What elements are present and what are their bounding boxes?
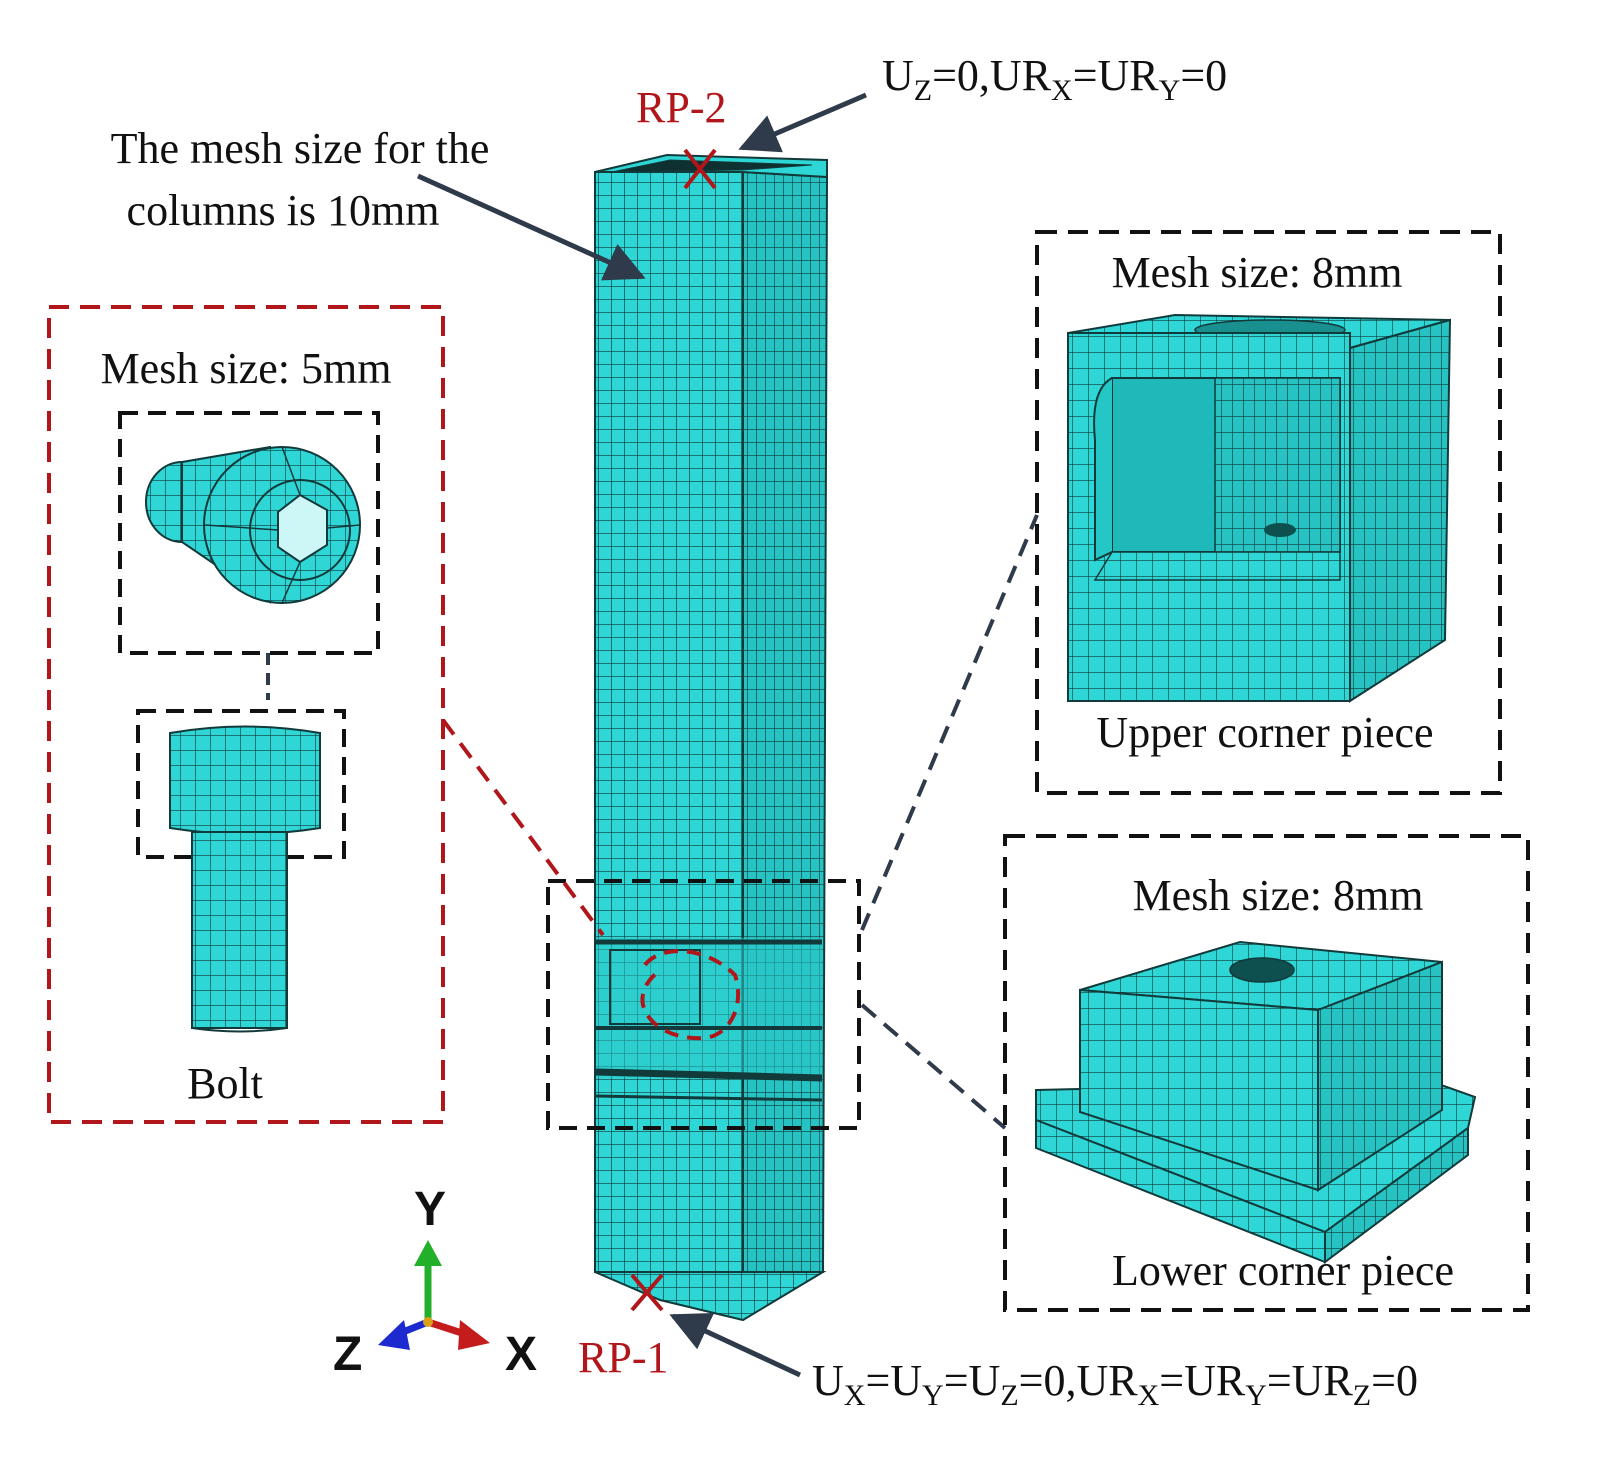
column-mesh-label-2: columns is 10mm	[127, 186, 440, 235]
bolt-panel: Mesh size: 5mm Bolt	[47, 305, 445, 1124]
column-side-face	[742, 170, 829, 1273]
axis-z-label: Z	[333, 1328, 362, 1381]
rp1-marker	[630, 1273, 664, 1312]
connection-band	[596, 938, 822, 1078]
rp1-label: RP-1	[578, 1333, 668, 1382]
axis-x-label: X	[505, 1328, 537, 1381]
column-bottom-edge	[594, 1271, 827, 1322]
arrow-top-bc	[738, 92, 867, 153]
lower-corner-model	[1035, 940, 1477, 1264]
bolt-panel-frame	[47, 305, 445, 1124]
bolt-head-view	[145, 445, 361, 604]
column-mesh-label-1: The mesh size for the	[111, 124, 490, 173]
upper-corner-model	[1067, 313, 1452, 703]
top-boundary-condition: UZ=0,URX=URY=0	[882, 51, 1227, 107]
connection-zoom-box	[546, 879, 861, 1130]
leader-bolt	[441, 718, 605, 937]
arrow-bottom-bc	[669, 1313, 802, 1378]
upper-corner-panel: Mesh size: 8mm Upper corner piece	[1035, 230, 1502, 795]
upper-caption: Upper corner piece	[1096, 708, 1433, 757]
lower-mesh-size: Mesh size: 8mm	[1133, 871, 1424, 920]
rp2-label: RP-2	[636, 83, 726, 132]
rp2-marker	[683, 148, 717, 190]
lower-corner-hole	[1229, 957, 1295, 983]
axis-y-label: Y	[414, 1183, 446, 1236]
bolt-side-view	[169, 725, 321, 1033]
arrow-column-mesh	[416, 173, 646, 281]
upper-panel-frame	[1035, 230, 1502, 795]
column-mesh	[594, 148, 829, 1322]
axis-triad: Y X Z	[333, 1183, 537, 1381]
bolt-head-view-frame	[118, 411, 380, 655]
lower-panel-frame	[1003, 834, 1530, 1312]
lower-corner-panel: Mesh size: 8mm Lower corner piece	[1003, 834, 1530, 1312]
column-front-face	[594, 171, 744, 1273]
bolt-mesh-size: Mesh size: 5mm	[101, 344, 392, 393]
leader-lower	[860, 1003, 1007, 1130]
lower-caption: Lower corner piece	[1112, 1246, 1454, 1295]
upper-mesh-size: Mesh size: 8mm	[1112, 248, 1403, 297]
bolt-caption: Bolt	[187, 1059, 263, 1108]
bottom-boundary-condition: UX=UY=UZ=0,URX=URY=URZ=0	[812, 1356, 1418, 1412]
bolt-location-highlight	[640, 949, 741, 1041]
leader-upper	[860, 514, 1039, 931]
